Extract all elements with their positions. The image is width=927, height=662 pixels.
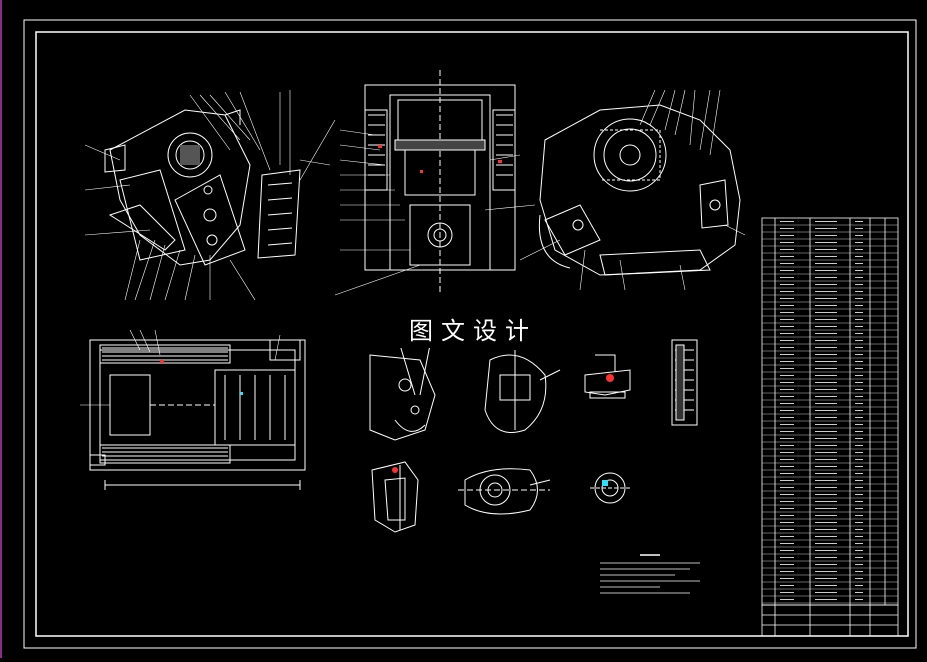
watermark-text: 图文设计 (393, 314, 553, 348)
front-elevation-view (364, 70, 516, 295)
side-elevation-leaders (84, 90, 336, 301)
detail-view-4 (671, 339, 698, 426)
detail-view-7 (590, 472, 630, 504)
plan-view-leaders (80, 329, 281, 406)
right-side-elevation-view (538, 104, 741, 276)
plan-view-accents (160, 360, 243, 395)
side-elevation-view (104, 109, 301, 266)
parts-list-table (761, 217, 899, 606)
technical-notes-block (600, 554, 700, 594)
detail-view-1 (369, 344, 436, 441)
title-block (761, 604, 899, 637)
detail-view-3 (584, 354, 631, 399)
sheet-inner-border (35, 31, 909, 637)
plan-view (89, 339, 306, 490)
right-side-elevation-leaders (519, 89, 746, 291)
window-left-edge (0, 0, 2, 658)
front-elevation-leaders (334, 129, 536, 296)
front-elevation-red-accents (378, 145, 502, 173)
detail-view-2 (484, 350, 561, 433)
detail-view-5 (371, 461, 419, 533)
sheet-outer-border (23, 19, 917, 649)
detail-view-6 (458, 468, 551, 515)
